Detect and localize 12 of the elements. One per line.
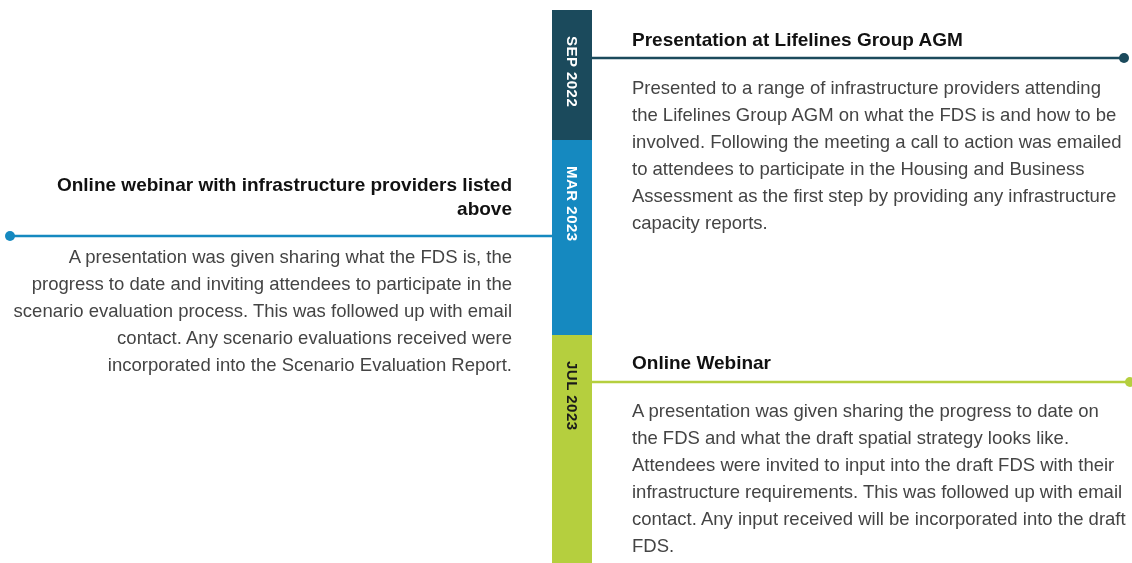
date-band: MAR 2023	[552, 140, 592, 335]
event-heading: Presentation at Lifelines Group AGM	[632, 28, 964, 52]
event-heading: Online webinar with infrastructure providers listed above	[55, 173, 512, 221]
timeline-connector	[5, 231, 552, 241]
timeline-connector	[592, 377, 1132, 387]
date-band: SEP 2022	[552, 10, 592, 140]
event-description: Presented to a range of infrastructure providers attending the Lifelines Group AGM on what the FDS is and how to be involved. Following the meeting a call to action was emailed to attendees to participate in the Housing and Business Assessment as the first step by providing any infrastructure capacity reports.	[632, 76, 1122, 235]
date-band: JUL 2023	[552, 335, 592, 563]
event-description: A presentation was given sharing what the FDS is, the progress to date and inviting attendees to participate in the scenario evaluation process. This was followed up with email contact. Any scenario evaluations received were incorporated into the Scenario Evaluation Report.	[12, 245, 512, 377]
timeline-connector	[592, 53, 1129, 63]
event-heading: Online Webinar	[632, 351, 772, 375]
event-description: A presentation was given sharing the progress to date on the FDS and what the draft spatial strategy looks like. Attendees were invited to input into the draft FDS with their infrastructure requirements. This was followed up with email contact. Any input received will be incorporated into the draft FDS.	[632, 399, 1127, 558]
